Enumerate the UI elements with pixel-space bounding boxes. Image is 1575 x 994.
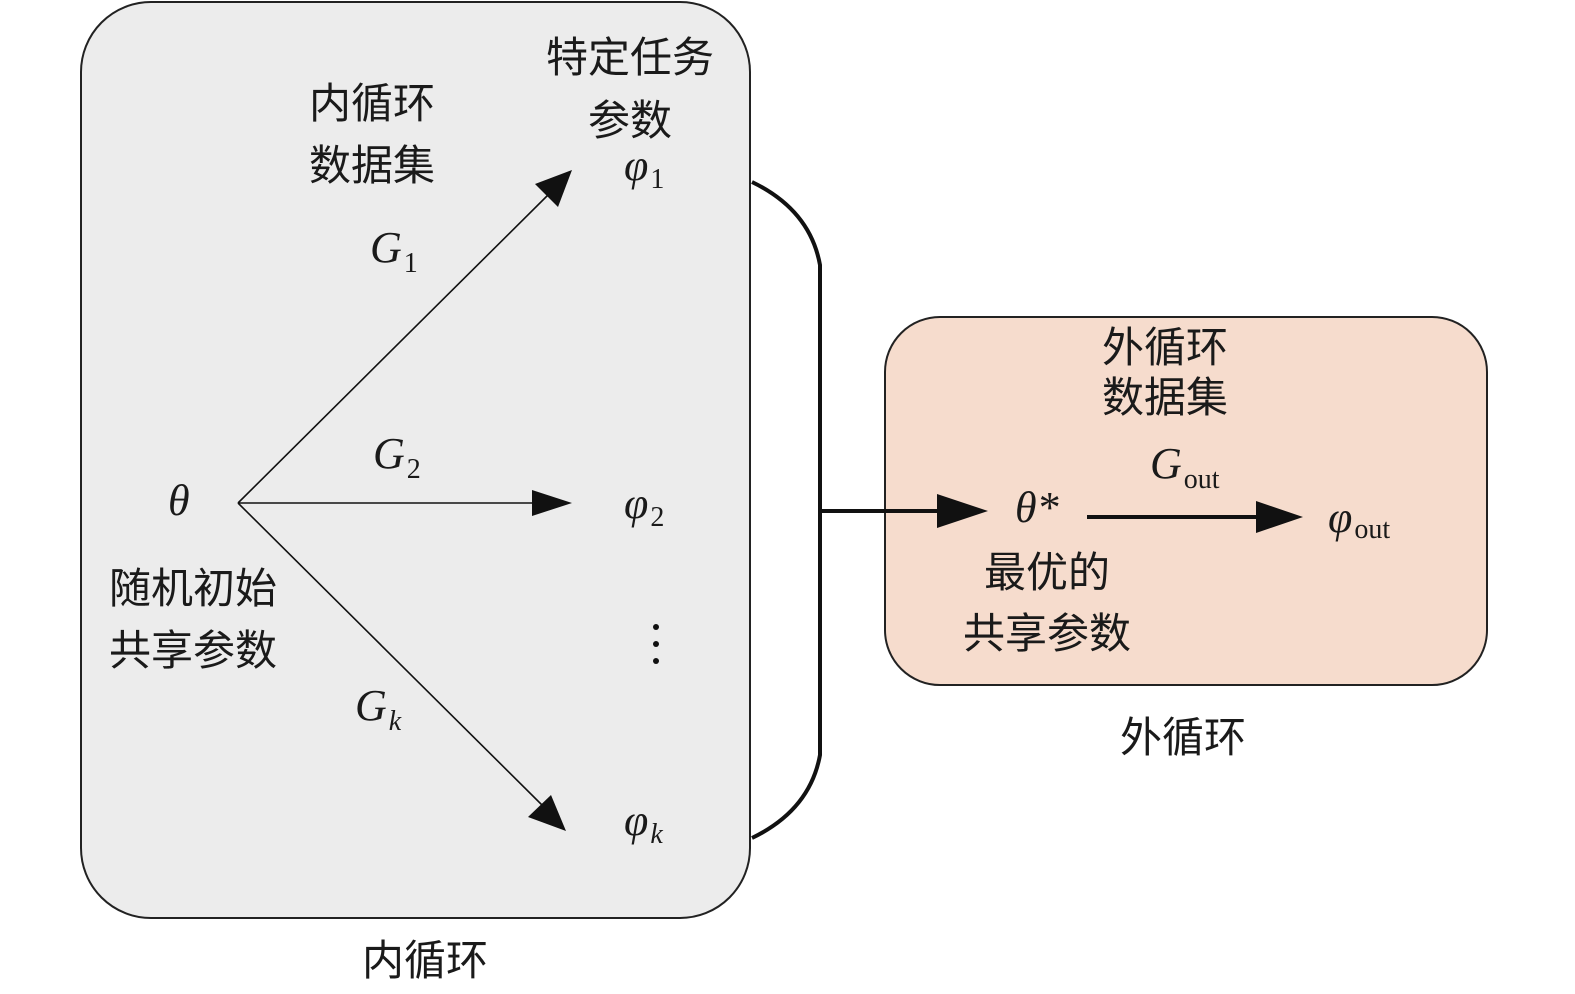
outer-dataset-label-line2: 数据集	[1102, 373, 1228, 422]
gout-label: Gout	[1150, 439, 1220, 495]
phi2-label: φ2	[624, 479, 664, 533]
optimal-label-line1: 最优的	[984, 548, 1110, 597]
arrow-g1	[237, 192, 551, 504]
optimal-label-line2: 共享参数	[963, 609, 1131, 658]
phi1-label: φ1	[624, 141, 664, 195]
bracket-to-outer-arrowhead	[937, 494, 988, 528]
bracket-connector	[751, 180, 822, 840]
theta-star-symbol: θ*	[1015, 483, 1059, 532]
g2-label: G2	[373, 429, 421, 485]
gk-label: Gk	[355, 681, 402, 737]
theta-symbol: θ	[168, 476, 190, 525]
arrow-gk	[237, 502, 546, 809]
inner-dataset-label-line1: 内循环	[309, 79, 435, 128]
inner-loop-caption: 内循环	[362, 936, 488, 985]
g1-label: G1	[370, 223, 418, 279]
arrow-gout-head	[1256, 501, 1303, 533]
init-label-line1: 随机初始	[109, 564, 277, 613]
task-params-label-line2: 参数	[588, 96, 672, 145]
vertical-ellipsis	[653, 624, 659, 664]
task-params-label-line1: 特定任务	[546, 33, 714, 82]
outer-dataset-label-line1: 外循环	[1102, 323, 1228, 372]
inner-dataset-label-line2: 数据集	[309, 141, 435, 190]
phi-out-label: φout	[1328, 493, 1390, 545]
arrow-gk-head	[528, 795, 566, 831]
outer-loop-box	[884, 316, 1488, 686]
init-label-line2: 共享参数	[109, 626, 277, 675]
inner-loop-box	[80, 1, 751, 919]
arrow-g2-head	[532, 490, 572, 516]
phik-label: φk	[624, 796, 663, 850]
outer-loop-caption: 外循环	[1120, 713, 1246, 762]
arrow-g1-head	[535, 170, 572, 207]
